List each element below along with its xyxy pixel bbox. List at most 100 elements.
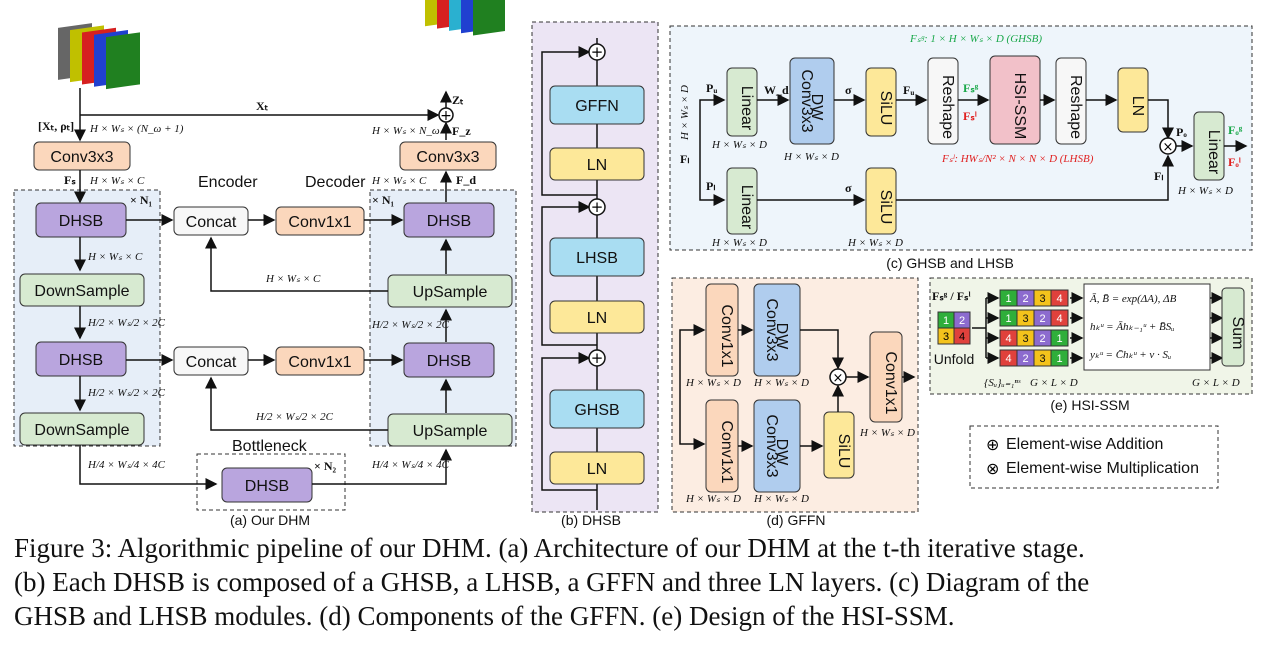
dim-c-top-right: H × Wₛ × C — [371, 175, 427, 187]
reshape-1-label: Reshape — [939, 75, 956, 139]
scan-token-label: 1 — [1005, 313, 1011, 325]
ln-b-2 — [549, 300, 645, 334]
panel-d-caption: (d) GFFN — [766, 512, 825, 528]
dwconv-d-upper-label-a: DW — [773, 323, 790, 351]
encoder-label: Encoder — [198, 174, 258, 191]
scan-token-label: 1 — [1005, 293, 1011, 305]
dim-4c-right: H/4 × Wₛ/4 × 4C — [371, 459, 450, 471]
scan-token — [1050, 329, 1069, 347]
sum-block — [1221, 287, 1245, 367]
dim-d-3: H × Wₛ × D — [685, 493, 741, 505]
dim-d-2: H × Wₛ × D — [753, 377, 809, 389]
linear-lower — [726, 167, 758, 235]
dim-c-out: H × Wₛ × D — [1177, 185, 1233, 197]
conv3x3-in-label: Conv3x3 — [50, 149, 113, 166]
svg-text:+: + — [591, 198, 604, 216]
dim-e-out: G × L × D — [1192, 377, 1240, 389]
gffn-block — [549, 85, 645, 125]
dim-output: H × Wₛ × N_ω — [371, 125, 440, 137]
scan-token-label: 2 — [1039, 313, 1045, 325]
fsg-label: Fₛᵍ — [963, 81, 979, 95]
scan-token-label: 4 — [1056, 293, 1062, 305]
fu-label: Fᵤ — [903, 83, 914, 97]
fol-label: Fₒˡ — [1228, 155, 1241, 169]
fl-out-label: Fₗ — [1154, 169, 1163, 183]
dim-2c-dec-1: H/2 × Wₛ/2 × 2C — [371, 319, 450, 331]
fog-label: Fₒᵍ — [1228, 123, 1243, 137]
downsample-1-label: DownSample — [34, 283, 129, 300]
legend: ⊕ Element-wise Addition ⊗ Element-wise M… — [969, 425, 1219, 489]
svg-text:+: + — [591, 349, 604, 367]
fs-label: Fₛ — [64, 173, 76, 187]
panel-e-caption: (e) HSI-SSM — [1050, 397, 1129, 413]
n1-dec-label: × N₁ — [372, 193, 395, 207]
silu-lower-label: SiLU — [877, 190, 894, 225]
dim-c-dw: H × Wₛ × D — [783, 151, 839, 163]
po-label: Pₒ — [1176, 125, 1187, 139]
reshape-2-label: Reshape — [1067, 75, 1084, 139]
conv1x1-2-label: Conv1x1 — [288, 354, 351, 371]
conv1x1-d-out-label: Conv1x1 — [882, 351, 899, 414]
upsample-1-label: UpSample — [413, 284, 488, 301]
dim-d-4: H × Wₛ × D — [753, 493, 809, 505]
reshape-1 — [927, 57, 959, 145]
concat-1-label: Concat — [186, 214, 237, 231]
linear-out-label: Linear — [1205, 130, 1222, 175]
caption-line-3: GHSB and LHSB modules. (d) Components of… — [14, 601, 955, 631]
grid-cell-4: 4 — [959, 331, 965, 343]
n2-label: × N₂ — [314, 459, 337, 473]
downsample-1 — [19, 273, 145, 307]
fd-label: F_d — [456, 173, 476, 187]
scan-token — [1050, 349, 1069, 367]
ln-b-3 — [549, 451, 645, 485]
linear-lower-label: Linear — [738, 185, 755, 230]
reshape-2 — [1055, 57, 1087, 145]
pipeline-diagram: Encoder Decoder Bottleneck + Xₜ Zₜ F_z [… — [13, 0, 1253, 528]
ssm-eq-3: yₖᵘ = C̄hₖᵘ + ν · Sᵤ — [1089, 349, 1171, 361]
silu-d — [823, 411, 855, 479]
lhsb-shape-note: Fₛˡ: HWₛ/N² × N × N × D (LHSB) — [941, 153, 1094, 165]
silu-d-label: SiLU — [835, 434, 852, 469]
scan-token-label: 1 — [1056, 353, 1062, 365]
pl-label: Pₗ — [706, 179, 715, 193]
dwconv-c — [789, 57, 835, 145]
add-symbol-icon: ⊕ — [986, 435, 999, 454]
panel-b-caption: (b) DHSB — [561, 512, 621, 528]
decoder-label: Decoder — [305, 174, 366, 191]
scan-token-label: 4 — [1056, 313, 1062, 325]
mul-op-c: × — [1159, 137, 1177, 155]
panel-c-caption: (c) GHSB and LHSB — [886, 255, 1014, 271]
conv3x3-in-block — [33, 141, 131, 171]
concat-2-label: Concat — [186, 354, 237, 371]
silu-upper-label: SiLU — [877, 91, 894, 126]
ln-b-2-label: LN — [587, 310, 607, 327]
ghsb-shape-note: Fₛᵍ: 1 × H × Wₛ × D (GHSB) — [909, 33, 1042, 45]
pu-label: Pᵤ — [706, 81, 717, 95]
panel-c-ghsb-lhsb: Fₛᵍ: 1 × H × Wₛ × D (GHSB) Fₛˡ: HWₛ/N² ×… — [669, 25, 1253, 271]
dim-c-in: H × Wₛ × D — [679, 85, 691, 141]
wd-label: W_d — [764, 83, 789, 97]
zt-label: Zₜ — [452, 93, 464, 107]
dim-e-in: G × L × D — [1030, 377, 1078, 389]
lhsb-block — [549, 237, 645, 277]
ghsb-label: GHSB — [574, 402, 619, 419]
concat-2 — [173, 346, 249, 376]
svg-text:+: + — [440, 108, 452, 124]
conv1x1-1 — [275, 206, 365, 236]
dhsb-dec-2 — [403, 342, 495, 378]
conv1x1-2 — [275, 346, 365, 376]
ghsb-block — [549, 389, 645, 429]
dim-d-1: H × Wₛ × D — [685, 377, 741, 389]
mul-symbol-icon: ⊗ — [986, 459, 999, 478]
seq-label: {Sᵤ}ᵤ₌₁ⁿˢ — [984, 377, 1021, 389]
scan-token-label: 3 — [1022, 333, 1028, 345]
ssm-input-label: Fₛᵍ / Fₛˡ — [932, 289, 971, 303]
bottleneck-label: Bottleneck — [232, 438, 308, 455]
add-op-b: + + + — [588, 43, 606, 367]
grid-cell-3: 3 — [943, 331, 949, 343]
dim-input: H × Wₛ × (N_ω + 1) — [89, 123, 184, 135]
dhsb-dec-1-label: DHSB — [427, 213, 471, 230]
dhsb-enc-2-label: DHSB — [59, 352, 103, 369]
